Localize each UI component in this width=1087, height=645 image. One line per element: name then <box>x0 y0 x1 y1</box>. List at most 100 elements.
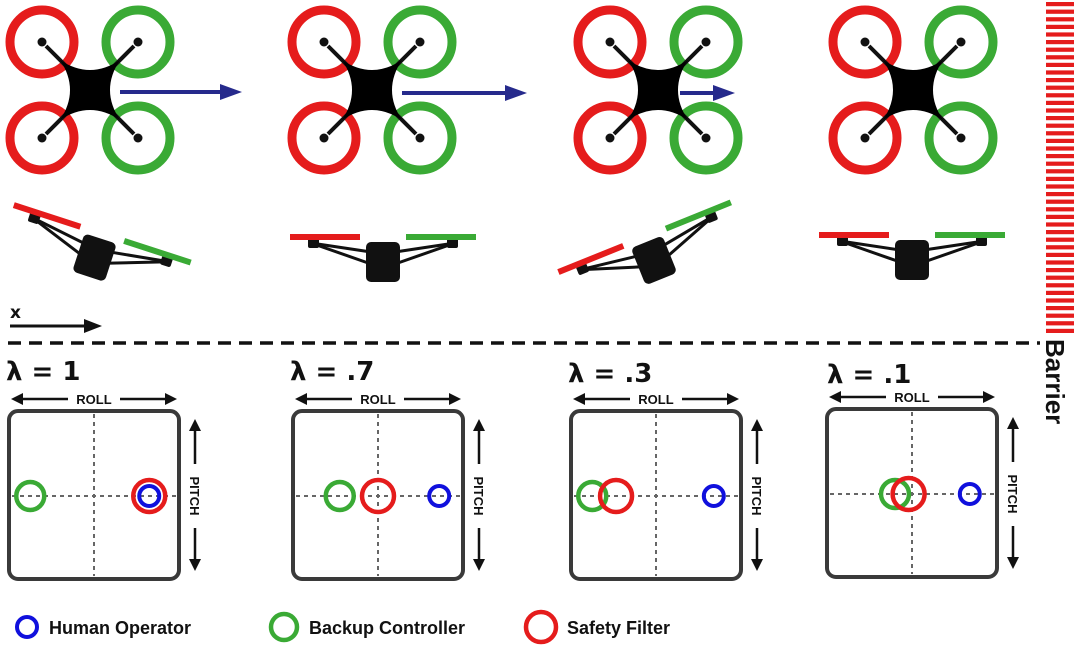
barrier-stripe <box>1046 169 1074 174</box>
quadcopter-side-view-2 <box>288 232 478 284</box>
safety-filter-marker <box>597 477 635 515</box>
legend-safety-filter: Safety Filter <box>567 618 670 638</box>
pitch-label: PITCH <box>749 477 764 516</box>
safety-filter-marker <box>523 609 559 645</box>
barrier-stripe <box>1046 298 1074 303</box>
roll-arrowhead-left <box>295 393 307 405</box>
barrier-stripe <box>1046 32 1074 37</box>
x-axis-arrowhead <box>84 319 102 333</box>
barrier-stripe <box>1046 47 1074 52</box>
roll-arrowhead-right <box>449 393 461 405</box>
roll-arrowhead-left <box>573 393 585 405</box>
barrier-stripe <box>1046 268 1074 273</box>
roll-label-bg <box>886 389 938 405</box>
pitch-arrowhead-top <box>473 419 485 431</box>
backup-controller-marker <box>323 479 356 513</box>
roll-label-bg <box>352 391 404 407</box>
safety-filter-marker <box>131 477 168 515</box>
barrier-stripe <box>1046 138 1074 143</box>
legend: Human Operator Backup Controller Safety … <box>15 609 670 645</box>
velocity-arrowhead-3 <box>713 85 735 101</box>
lambda-label: λ = 1 <box>6 357 80 387</box>
barrier-stripe <box>1046 230 1074 235</box>
barrier-stripe <box>1046 17 1074 22</box>
human-operator-marker <box>957 482 982 506</box>
barrier-stripe <box>1046 154 1074 159</box>
roll-arrowhead-right <box>727 393 739 405</box>
control-input-box <box>291 409 465 581</box>
velocity-arrowhead-2 <box>505 85 527 101</box>
pitch-label-bg <box>471 464 487 528</box>
pitch-arrowhead-top <box>1007 417 1019 429</box>
x-axis-label: x <box>10 303 21 323</box>
pitch-label: PITCH <box>471 477 486 516</box>
barrier-stripe <box>1046 275 1074 280</box>
velocity-arrowhead-1 <box>220 84 242 100</box>
barrier-stripe <box>1046 161 1074 166</box>
barrier-stripe <box>1046 199 1074 204</box>
pitch-arrowhead-bottom <box>751 559 763 571</box>
backup-controller-marker <box>576 479 609 513</box>
barrier-stripe <box>1046 176 1074 181</box>
barrier-stripe <box>1046 290 1074 295</box>
barrier-stripe <box>1046 222 1074 227</box>
pitch-label: PITCH <box>1005 475 1020 514</box>
pitch-arrowhead-bottom <box>1007 557 1019 569</box>
human-operator-marker <box>701 484 726 508</box>
pitch-arrowhead-bottom <box>473 559 485 571</box>
safety-filter-marker <box>890 475 927 513</box>
roll-arrowhead-left <box>829 391 841 403</box>
barrier-stripe <box>1046 100 1074 105</box>
lambda-label: λ = .1 <box>827 360 911 390</box>
control-input-box <box>7 409 181 581</box>
roll-label-bg <box>68 391 120 407</box>
backup-controller-marker <box>14 479 47 513</box>
quadcopter-top-view-2 <box>292 10 452 170</box>
barrier-stripe <box>1046 62 1074 67</box>
control-input-box <box>569 409 743 581</box>
human-operator-marker <box>427 484 452 508</box>
human-operator-marker <box>137 484 162 508</box>
barrier-stripe <box>1046 214 1074 219</box>
roll-arrowhead-left <box>11 393 23 405</box>
safety-filter-marker <box>359 477 397 515</box>
quadcopter-side-view-1 <box>0 200 194 307</box>
roll-label: ROLL <box>76 392 111 407</box>
barrier-stripe <box>1046 70 1074 75</box>
barrier-stripe <box>1046 207 1074 212</box>
roll-arrowhead-right <box>165 393 177 405</box>
roll-label: ROLL <box>360 392 395 407</box>
barrier-stripe <box>1046 184 1074 189</box>
barrier-stripe <box>1046 40 1074 45</box>
pitch-label-bg <box>749 464 765 528</box>
barrier-stripe <box>1046 313 1074 318</box>
barrier-stripe <box>1046 192 1074 197</box>
barrier-stripe <box>1046 245 1074 250</box>
lambda-label: λ = .3 <box>568 359 652 389</box>
backup-controller-marker <box>878 477 912 511</box>
barrier-stripe <box>1046 321 1074 326</box>
barrier-stripe <box>1046 9 1074 14</box>
quadcopter-side-view-4 <box>817 230 1007 282</box>
pitch-label-bg <box>1005 462 1021 526</box>
control-panel-2: λ = .7 ROLL PITCH <box>290 357 487 581</box>
barrier-stripe <box>1046 146 1074 151</box>
lambda-label: λ = .7 <box>290 357 374 387</box>
quadcopter-top-view-4 <box>833 10 993 170</box>
barrier-stripe <box>1046 108 1074 113</box>
barrier-stripe <box>1046 78 1074 83</box>
barrier-stripe <box>1046 283 1074 288</box>
barrier-stripe <box>1046 237 1074 242</box>
control-input-box <box>825 407 999 579</box>
legend-backup-controller: Backup Controller <box>309 618 465 638</box>
barrier-stripe <box>1046 55 1074 60</box>
barrier-stripe <box>1046 116 1074 121</box>
roll-label: ROLL <box>638 392 673 407</box>
backup-controller-marker <box>268 611 300 643</box>
barrier-stripe <box>1046 24 1074 29</box>
human-operator-marker <box>15 615 39 639</box>
barrier <box>1046 2 1074 333</box>
